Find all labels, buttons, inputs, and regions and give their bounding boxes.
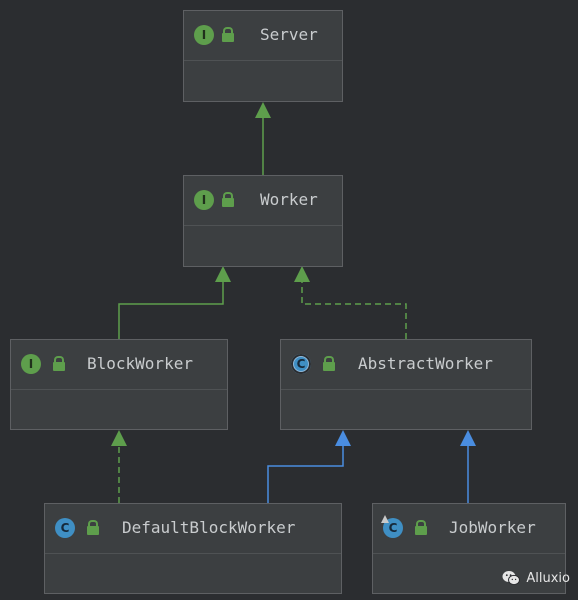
node-title: BlockWorker: [87, 354, 193, 373]
watermark: Alluxio: [502, 570, 570, 586]
lock-icon: [323, 356, 335, 372]
node-jobworker[interactable]: C JobWorker: [372, 503, 566, 594]
node-jobworker-header: C JobWorker: [373, 504, 565, 554]
class-badge-icon: C: [383, 518, 403, 538]
abstract-class-badge-icon: C: [291, 354, 311, 374]
interface-badge-icon: I: [21, 354, 41, 374]
lock-icon: [222, 192, 234, 208]
lock-icon: [222, 27, 234, 43]
node-worker[interactable]: I Worker: [183, 175, 343, 267]
lock-icon: [53, 356, 65, 372]
node-title: DefaultBlockWorker: [122, 518, 296, 537]
edge-defaultblockworker-abstractworker: [267, 430, 351, 503]
edge-jobworker-abstractworker: [460, 430, 476, 503]
node-defaultblockworker-header: C DefaultBlockWorker: [45, 504, 341, 554]
node-defaultblockworker[interactable]: C DefaultBlockWorker: [44, 503, 342, 594]
node-blockworker[interactable]: I BlockWorker: [10, 339, 228, 430]
node-abstractworker[interactable]: C AbstractWorker: [280, 339, 532, 430]
node-server-header: I Server: [184, 11, 342, 61]
edge-blockworker-worker: [118, 266, 231, 339]
edge-defaultblockworker-blockworker: [111, 430, 127, 503]
watermark-text: Alluxio: [526, 570, 570, 586]
node-server-members: [184, 61, 342, 101]
class-badge-icon: C: [55, 518, 75, 538]
node-title: Server: [260, 25, 318, 44]
lock-icon: [87, 520, 99, 536]
node-abstractworker-members: [281, 390, 531, 429]
node-title: JobWorker: [449, 518, 536, 537]
interface-badge-icon: I: [194, 190, 214, 210]
node-blockworker-members: [11, 390, 227, 429]
node-title: Worker: [260, 190, 318, 209]
wechat-icon: [502, 571, 521, 586]
node-defaultblockworker-members: [45, 554, 341, 593]
node-abstractworker-header: C AbstractWorker: [281, 340, 531, 390]
edge-worker-server: [255, 102, 271, 175]
node-worker-members: [184, 226, 342, 266]
node-worker-header: I Worker: [184, 176, 342, 226]
node-title: AbstractWorker: [358, 354, 493, 373]
edge-abstractworker-worker: [294, 266, 407, 339]
interface-badge-icon: I: [194, 25, 214, 45]
node-blockworker-header: I BlockWorker: [11, 340, 227, 390]
node-server[interactable]: I Server: [183, 10, 343, 102]
lock-icon: [415, 520, 427, 536]
